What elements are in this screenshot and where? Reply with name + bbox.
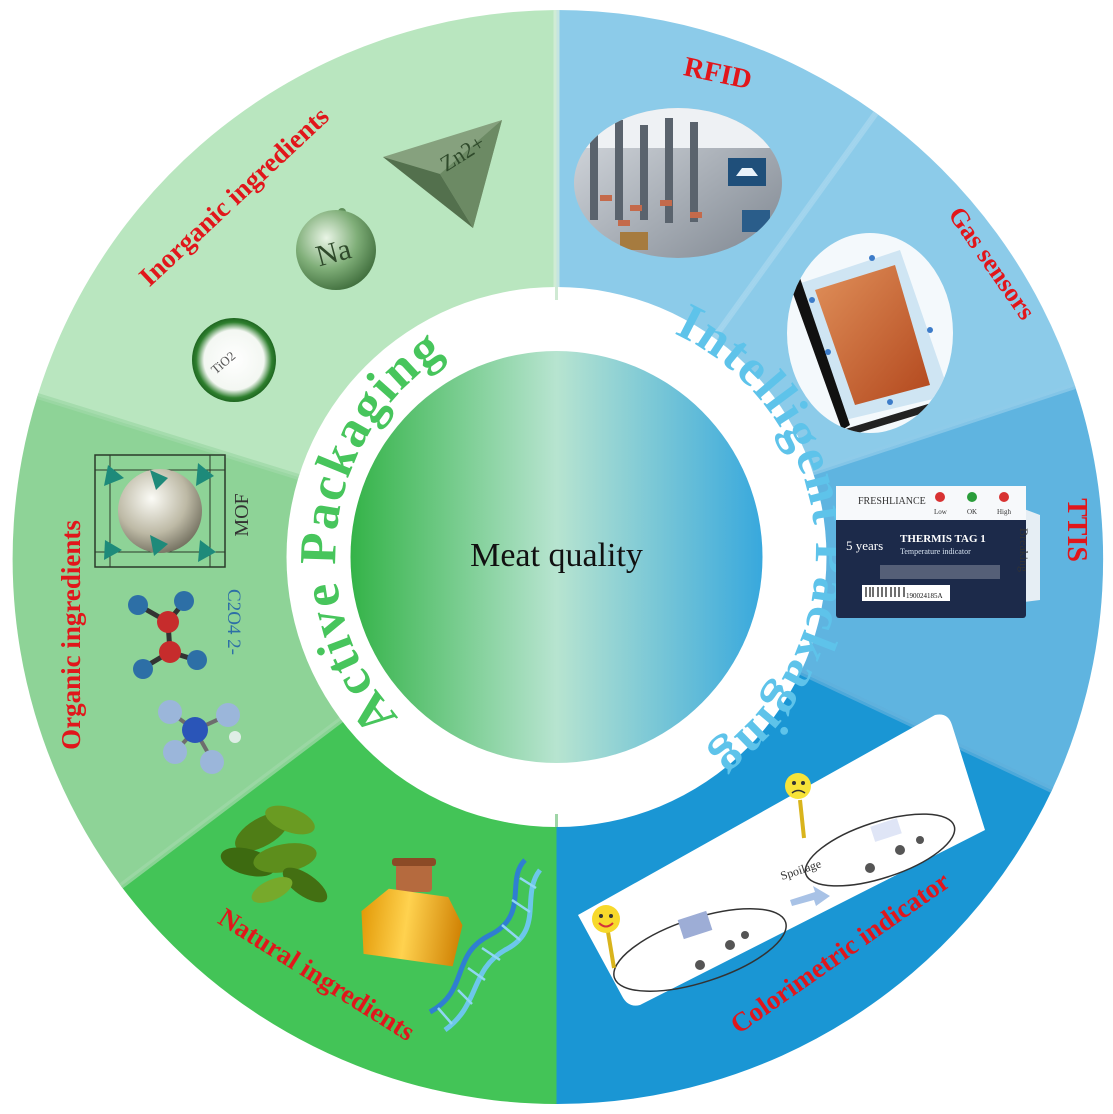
organic-group: Organic ingredients MOF (56, 454, 253, 774)
center-disc (350, 351, 763, 763)
colorimetric-indicator-image: Spoilage (578, 714, 985, 1006)
tag-brand: FRESHLIANCE (858, 496, 926, 507)
tag-title: THERMIS TAG 1 (900, 533, 986, 545)
tag-barcode (862, 585, 950, 601)
organic-label: Organic ingredients (56, 520, 86, 750)
essential-oil-bottle-icon (361, 858, 463, 967)
mof-framework-icon: MOF (94, 454, 253, 568)
tea-leaves-icon (220, 805, 328, 903)
mof-label: MOF (231, 493, 253, 536)
center-label: Meat quality (470, 537, 643, 574)
smiley-sad-icon (785, 773, 811, 839)
tag-low: Low (934, 508, 948, 516)
tio2-sphere-icon: TiO2 (192, 318, 276, 402)
dna-helix-icon (428, 858, 543, 1033)
tag-high: High (997, 508, 1012, 516)
ttis-label: TTIS (1061, 498, 1092, 562)
rfid-factory-image (574, 108, 782, 258)
tag-ok: OK (967, 508, 977, 516)
na-sphere-icon: Na (296, 208, 376, 290)
oxalate-label: C2O4 2- (223, 589, 244, 655)
tag-years: 5 years (846, 538, 883, 553)
tag-breaking: Breaking (1017, 528, 1031, 572)
ammonium-molecule-icon (158, 700, 241, 774)
tag-barcode-number: 190024185A (906, 592, 943, 600)
gas-sensors-group: Gas sensors (787, 201, 1041, 433)
oxalate-molecule-icon: C2O4 2- (128, 589, 244, 679)
ttis-group: TTIS FRESHLIANCE Low OK High 5 years THE… (836, 486, 1092, 618)
thermis-tag-image: FRESHLIANCE Low OK High 5 years THERMIS … (836, 486, 1040, 618)
smiley-happy-icon (592, 905, 620, 969)
gas-sensor-image (787, 233, 953, 433)
rfid-group: RFID (574, 51, 782, 258)
zn-pyramid-icon: Zn2+ (383, 120, 502, 228)
tag-subtitle: Temperature indicator (900, 547, 971, 556)
